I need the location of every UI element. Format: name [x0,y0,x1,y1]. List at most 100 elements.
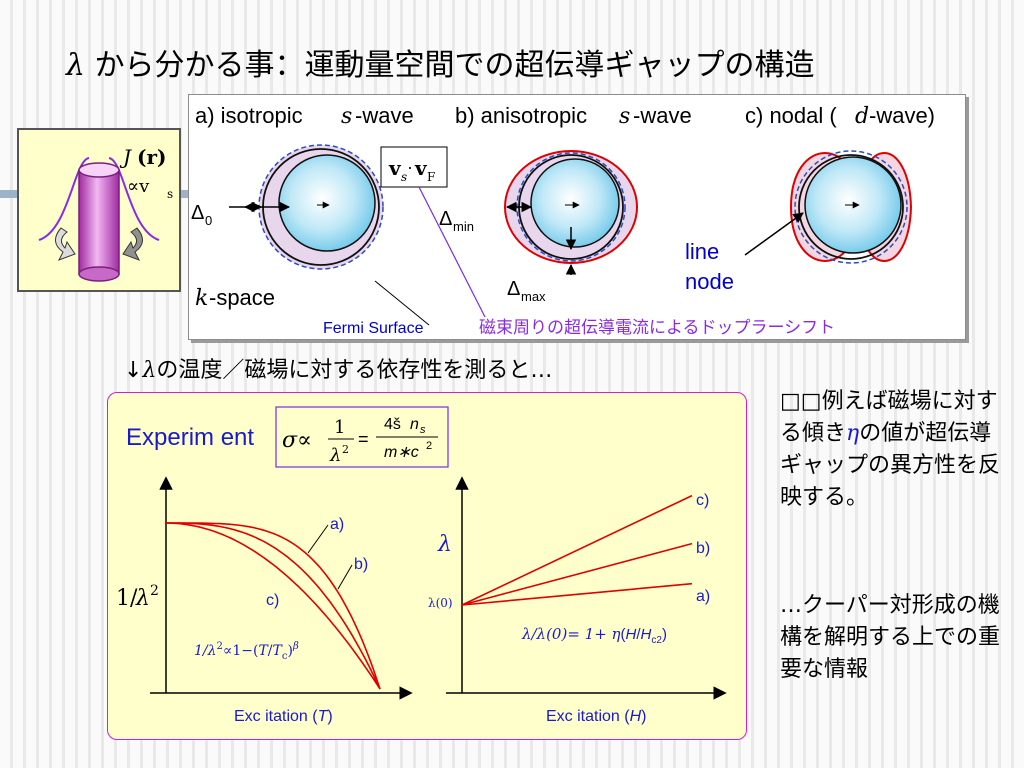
chart1-xlabel: Exc itation (T) [234,708,333,725]
formula-sigma: σ∝ [282,428,312,453]
chart2-formula-d: ) [662,626,667,643]
thumb-r: (r) [137,145,166,169]
label-c-d: d [855,104,869,129]
chart2-series [461,494,693,606]
chart1-formula-g: c [282,651,288,662]
chart1-formula-f: T [273,643,284,659]
chart2-label-b: b) [696,540,710,557]
line-node-line: line [685,239,719,264]
chart1-ylabel-num: 1/ [116,586,138,611]
chart2-y0-label: λ(0) [428,596,453,610]
vs-vf-f: F [427,170,435,184]
chart1-series [166,522,381,690]
label-b-wave: -wave [633,103,692,128]
label-a-s: s [341,104,352,129]
delta0-label: Δ [191,202,204,224]
chart2-formula-b: ( [621,626,626,643]
chart1-leader-a [307,524,329,554]
chart1-xlabel-a: Exc itation ( [234,708,318,725]
experiment-panel: Experim ent σ∝ 1 λ 2 = 4š n s m∗c 2 1/ λ… [107,392,747,740]
vortex-cylinder-illustration: J (r) ∝v s [38,145,173,282]
chart1-label-c: c) [266,592,279,609]
formula-den2-exp: 2 [426,440,432,452]
chart2-label-a: a) [696,588,710,605]
chart2-label-c: c) [696,492,709,509]
label-b-s: s [619,104,630,129]
chart1-formula-b: 2 [217,641,223,652]
thumb-prop: ∝v [127,176,150,197]
chart1-ylabel-lambda: λ [135,586,150,611]
formula-den: λ [329,445,341,466]
gap-structure-svg: a) isotropic s -wave b) anisotropic s -w… [191,103,935,337]
chart1-formula-a: 1/λ [194,643,217,659]
title-text: から分かる事：運動量空間での超伝導ギャップの構造 [94,48,815,83]
doppler-label: 磁束周りの超伝導電流によるドップラーシフト [479,318,835,337]
line-node-node: node [685,269,734,294]
chart1-formula-i: β [292,641,299,652]
chart1-label-a: a) [330,516,344,533]
chart2-xlabel-var: H [630,708,642,725]
chart2-formula-eta: η [612,625,621,643]
formula-ns-sub: s [420,424,426,436]
chart2-line-0 [461,582,693,606]
chart2-xlabel-b: ) [641,708,646,725]
chart1-formula-d: T [258,643,269,659]
delta-max-sub: max [521,289,546,304]
formula-num: 1 [334,417,345,438]
current-thumbnail: J (r) ∝v s [17,128,181,292]
chart1-line-1 [166,522,381,690]
side-text-a: 例えば磁場に対する傾き [780,389,998,446]
gap-structure-figure: a) isotropic s -wave b) anisotropic s -w… [188,94,966,340]
rotation-arrow-left-icon [55,227,76,261]
isotropic-gap-diagram [229,144,430,326]
label-a-wave: -wave [355,103,414,128]
formula-ns: n [410,416,419,433]
measurement-intro: ↓λの温度／磁場に対する依存性を測ると… [124,352,552,384]
down-arrow-icon: ↓ [124,358,143,383]
thumb-j: J [119,145,132,169]
accent-bar-left [0,190,20,198]
delta-max-label: Δ [507,278,520,300]
chart1-label-b: b) [354,556,368,573]
side-boxes: □□ [780,389,822,414]
side-note-anisotropy: □□例えば磁場に対する傾きηの値が超伝導ギャップの異方性を反映する。 [780,386,1000,514]
side-eta: η [846,421,860,446]
delta-min-sub: min [453,219,474,234]
chart1-formula-e: / [268,643,273,659]
chart2-formula-a: λ/λ(0)= 1+ [521,625,612,643]
chart1-ylabel-exp: 2 [150,583,159,599]
chart1-line-0 [166,522,381,690]
side-text-b: の値が超伝導ギャップの異方性を反映する。 [780,421,1001,510]
chart2-formula-hc: H [641,626,652,643]
side-note-cooper: …クーパー対形成の機構を解明する上での重要な情報 [780,593,1001,682]
delta0-sub: 0 [205,213,212,228]
experiment-charts-svg: Experim ent σ∝ 1 λ 2 = 4š n s m∗c 2 1/ λ… [116,406,727,725]
mid-lambda: λ [142,358,157,383]
label-c-wave: -wave) [869,103,935,128]
formula-den2: m∗c [384,444,419,461]
chart1-xlabel-var: T [318,708,329,725]
chart1-xlabel-b: ) [327,708,332,725]
label-b: b) anisotropic [455,103,587,128]
chart2-formula-hc-sub: c2 [651,635,662,646]
formula-num2: 4š [384,416,401,433]
nodal-gap-diagram [744,150,913,264]
chart1-line-2 [166,522,381,690]
vs-vf-dot: · [407,157,413,177]
chart2-ylabel: λ [437,532,452,557]
vs-vf-s: s [401,170,407,184]
kspace-k: k [195,286,208,311]
vs-vf-box [380,146,448,188]
chart1-formula-c: ∝1−( [223,643,259,659]
slide-title: λ から分かる事：運動量空間での超伝導ギャップの構造 [66,40,815,84]
chart2-xlabel: Exc itation (H) [546,708,646,725]
chart1-leader-b [337,564,353,590]
formula-eq: = [358,429,369,449]
thumb-prop-sub: s [167,187,173,201]
title-lambda: λ [66,48,86,83]
delta-min-label: Δ [439,208,452,230]
anisotropic-gap-diagram [504,150,638,275]
mid-text-body: の温度／磁場に対する依存性を測ると… [156,358,553,383]
chart2-formula: λ/λ(0)= 1+ η(H/Hc2) [521,625,667,646]
chart2-formula-c: / [636,626,641,643]
